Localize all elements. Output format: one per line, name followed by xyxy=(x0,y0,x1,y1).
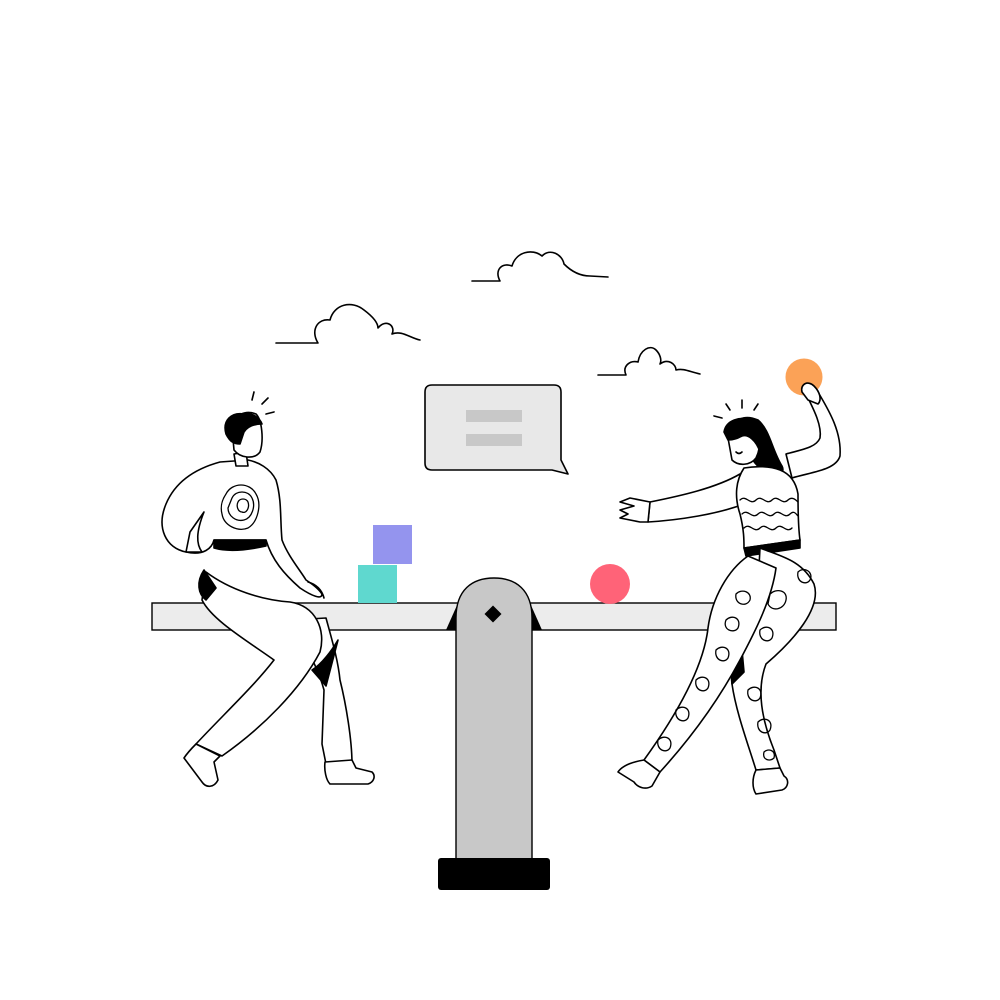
stacked-blocks xyxy=(358,525,412,603)
cloud-right xyxy=(597,346,701,376)
seesaw-pillar xyxy=(455,577,533,861)
equals-icon xyxy=(466,410,522,446)
surprise-lines xyxy=(713,399,759,419)
speech-bubble xyxy=(424,384,569,475)
purple-block xyxy=(373,525,412,564)
cloud-top xyxy=(471,251,609,282)
pivot-diamond-icon xyxy=(484,605,502,623)
teal-block xyxy=(358,565,397,603)
surprise-lines xyxy=(251,391,275,415)
seesaw-base xyxy=(438,858,550,890)
cloud-left xyxy=(275,303,421,344)
pink-ball xyxy=(590,564,630,604)
man-sitting xyxy=(161,391,375,788)
woman-playing xyxy=(617,382,841,795)
